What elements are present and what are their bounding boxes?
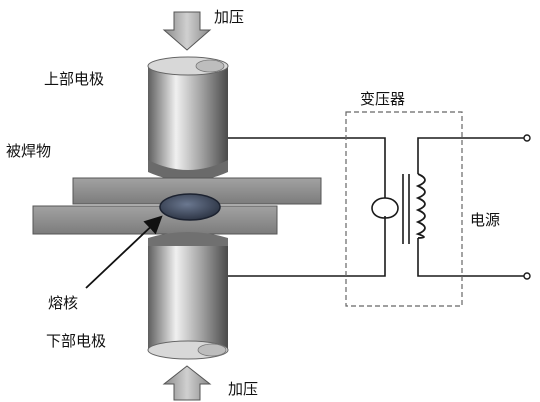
nugget-label: 熔核: [48, 294, 79, 312]
power-source-label: 电源: [470, 211, 501, 229]
lower-electrode: [147, 232, 229, 360]
circuit-wires: [228, 137, 526, 277]
lower-electrode-label: 下部电极: [46, 332, 107, 350]
transformer-label: 变压器: [360, 90, 406, 108]
weld-nugget: [159, 193, 221, 221]
lower-plate: [32, 205, 278, 235]
press-top-label: 加压: [214, 8, 245, 26]
upper-electrode-label: 上部电极: [44, 70, 105, 88]
transformer-secondary-coil: [415, 173, 426, 239]
workpiece-label: 被焊物: [6, 142, 52, 160]
press-bottom-label: 加压: [228, 380, 259, 398]
nugget-pointer: [85, 215, 163, 289]
power-terminal-top: [523, 134, 531, 142]
top-pressure-arrow: [162, 11, 212, 51]
transformer-box: [345, 111, 463, 307]
transformer-core: [402, 174, 410, 244]
power-terminal-bottom: [523, 272, 531, 280]
bottom-pressure-arrow: [162, 365, 212, 401]
transformer-primary-coil: [371, 197, 399, 219]
upper-electrode: [147, 56, 229, 181]
